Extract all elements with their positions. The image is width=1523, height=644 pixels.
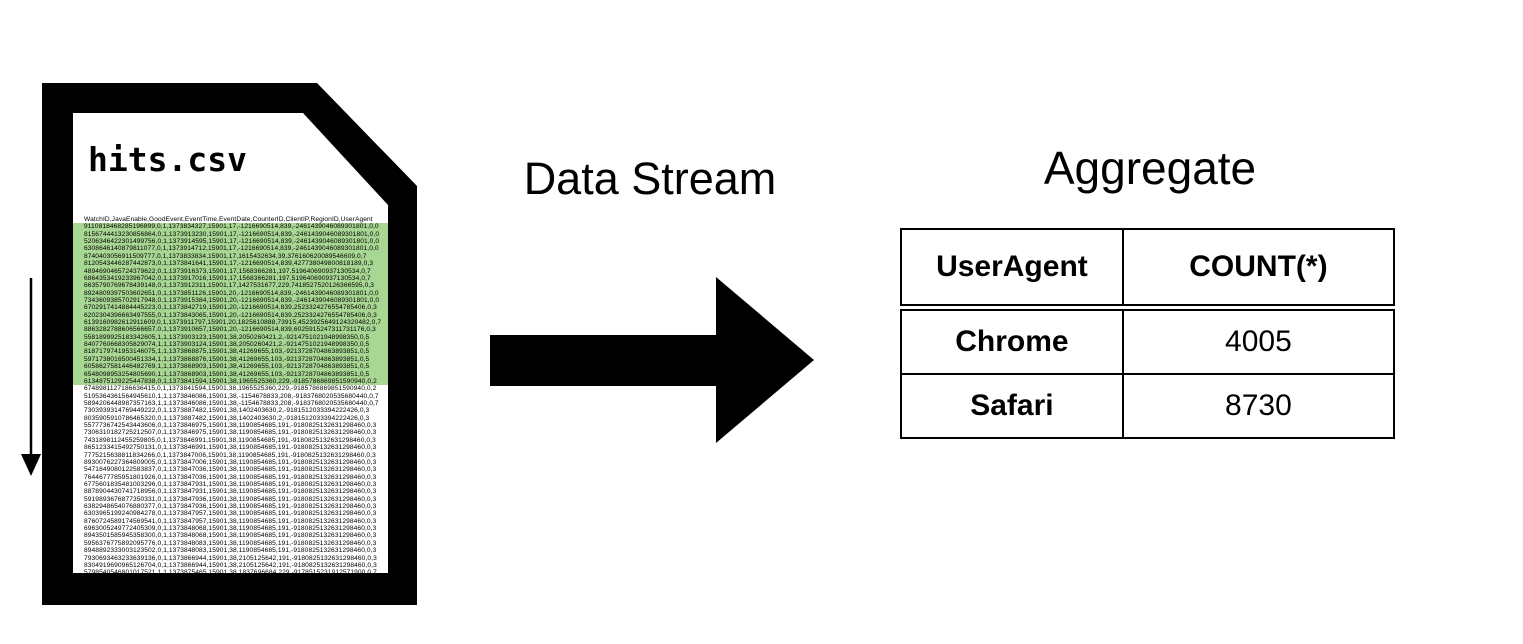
data-stream-label: Data Stream (523, 153, 777, 204)
csv-row: 8878904430741718956,0,1,1373847931,15901… (84, 488, 377, 496)
file-name-label: hits.csv (88, 140, 247, 179)
csv-row: 6382948654076880377,0,1,1373847936,15901… (84, 503, 377, 511)
data-stream-right-arrow-icon (490, 277, 814, 443)
csv-row-highlighted: 6635790769678439148,0,1,1373912311,15901… (73, 282, 388, 290)
csv-row: 7431898112455259805,0,1,1373846991,15901… (84, 436, 376, 444)
csv-row-highlighted: 6134875129225447838,0,1,1373841594,15901… (73, 377, 388, 386)
csv-row-highlighted: 6548098953254805690,1,1,1373868903,15901… (73, 370, 388, 378)
csv-row: 8304919690965126704,0,1,1373866944,15901… (84, 561, 377, 569)
csv-row-highlighted: 8924809397503602651,0,1,1373851126,15901… (73, 289, 388, 297)
aggregate-title: Aggregate (1043, 142, 1257, 194)
csv-row: 5577736742543443606,0,1,1373846975,15901… (84, 422, 377, 430)
csv-row: 6303965199240984278,0,1,1373847957,15901… (84, 510, 377, 518)
csv-row-highlighted: 8740403056911509777,0,1,1373833834,15901… (73, 252, 388, 261)
csv-row-highlighted: 7343609385702917948,0,1,1373915384,15901… (73, 296, 388, 305)
scroll-down-arrow-icon (21, 278, 41, 476)
csv-row-highlighted: 6308646140879811077,0,1,1373914712,15901… (73, 245, 388, 253)
csv-lines: WatchID,JavaEnable,GoodEvent,EventTime,E… (73, 216, 388, 573)
csv-row: 7644677785951801926,0,1,1373847036,15901… (84, 473, 377, 481)
cell-user-agent: Chrome (900, 306, 1124, 375)
cell-count: 8730 (1121, 373, 1396, 439)
csv-row: 5894206448987357163,1,1,1373846086,15901… (84, 399, 379, 407)
csv-row-highlighted: 9110818468285196899,0,1,1373834327,15901… (73, 223, 388, 231)
csv-row: 8943501585945358300,0,1,1373848068,15901… (84, 532, 377, 540)
csv-row: 8930076227364809005,0,1,1373847006,15901… (84, 458, 377, 466)
csv-row: 7306310182725212507,0,1,1373846975,15901… (84, 429, 377, 437)
csv-row-highlighted: 6058627581446482769,1,1,1373868903,15901… (73, 363, 388, 371)
csv-row: 5471849080122583837,0,1,1373847036,15901… (84, 466, 377, 474)
csv-header-row: WatchID,JavaEnable,GoodEvent,EventTime,E… (84, 216, 373, 223)
csv-row-highlighted: 6139160982612911609,0,1,1373911797,15901… (73, 319, 388, 327)
csv-row: 8760724589174569541,0,1,1373847957,15901… (84, 517, 377, 525)
cell-user-agent: Safari (900, 373, 1124, 439)
csv-row: 5105364361564945610,1,1,1373846086,15901… (84, 392, 379, 400)
csv-row-highlighted: 8407760668305829074,1,1,1373903124,15901… (73, 341, 388, 349)
csv-row: 5798540546801017521,1,1,1373875465,15901… (84, 569, 377, 573)
csv-row: 7930693463233639136,0,1,1373866944,15901… (84, 554, 377, 562)
csv-row: 6963005249772405309,0,1,1373848068,15901… (84, 525, 377, 533)
column-header-useragent: UserAgent (900, 228, 1124, 311)
csv-row-highlighted: 5971738016500451334,1,1,1373868876,15901… (73, 355, 388, 364)
csv-row: 5919893676877350331,0,1,1373847936,15901… (84, 495, 377, 503)
csv-row-highlighted: 8120543446287442873,0,1,1373841641,15901… (73, 260, 388, 268)
csv-row-highlighted: 8156744413230856864,0,1,1373913230,15901… (73, 230, 388, 239)
csv-row: 7303939314769449222,0,1,1373887482,15901… (84, 407, 370, 415)
csv-row-highlighted: 8187179741953146075,1,1,1373868875,15901… (73, 348, 388, 356)
csv-row: 5956376775892095776,0,1,1373848083,15901… (84, 539, 377, 547)
csv-row-highlighted: 6202304396663497555,0,1,1373843065,15901… (73, 311, 388, 320)
csv-row: 8948892333003123502,0,1,1373848083,15901… (84, 547, 377, 555)
cell-count: 4005 (1121, 306, 1396, 375)
csv-row-highlighted: 6864353419233967042,0,1,1373917016,15901… (73, 274, 388, 283)
csv-row: 6775601835481003296,0,1,1373847931,15901… (84, 480, 377, 488)
csv-row-highlighted: 4894690465724379622,0,1,1373916373,15901… (73, 267, 388, 275)
csv-row-highlighted: 5206346422301499756,0,1,1373914595,15901… (73, 238, 388, 246)
csv-file-page: hits.csv WatchID,JavaEnable,GoodEvent,Ev… (73, 113, 388, 573)
column-header-count: COUNT(*) (1121, 228, 1396, 311)
csv-row-highlighted: 5581899925183342605,1,1,1373903123,15901… (73, 333, 388, 342)
csv-row: 8035905910786465320,0,1,1373887482,15901… (84, 414, 370, 422)
aggregate-table-header-row: UserAgent COUNT(*) (900, 228, 1396, 311)
csv-row: 6748981127186636415,0,1,1373841594,15901… (84, 385, 377, 393)
csv-row-highlighted: 8863282788606566657,0,1,1373910657,15901… (73, 326, 388, 334)
csv-row: 8651233415492750131,0,1,1373846991,15901… (84, 444, 377, 452)
csv-file-icon: hits.csv WatchID,JavaEnable,GoodEvent,Ev… (42, 83, 417, 605)
csv-row: 7775215638811834266,0,1,1373847006,15901… (84, 451, 376, 459)
csv-row-highlighted: 6702917414884445223,0,1,1373842719,15901… (73, 304, 388, 312)
